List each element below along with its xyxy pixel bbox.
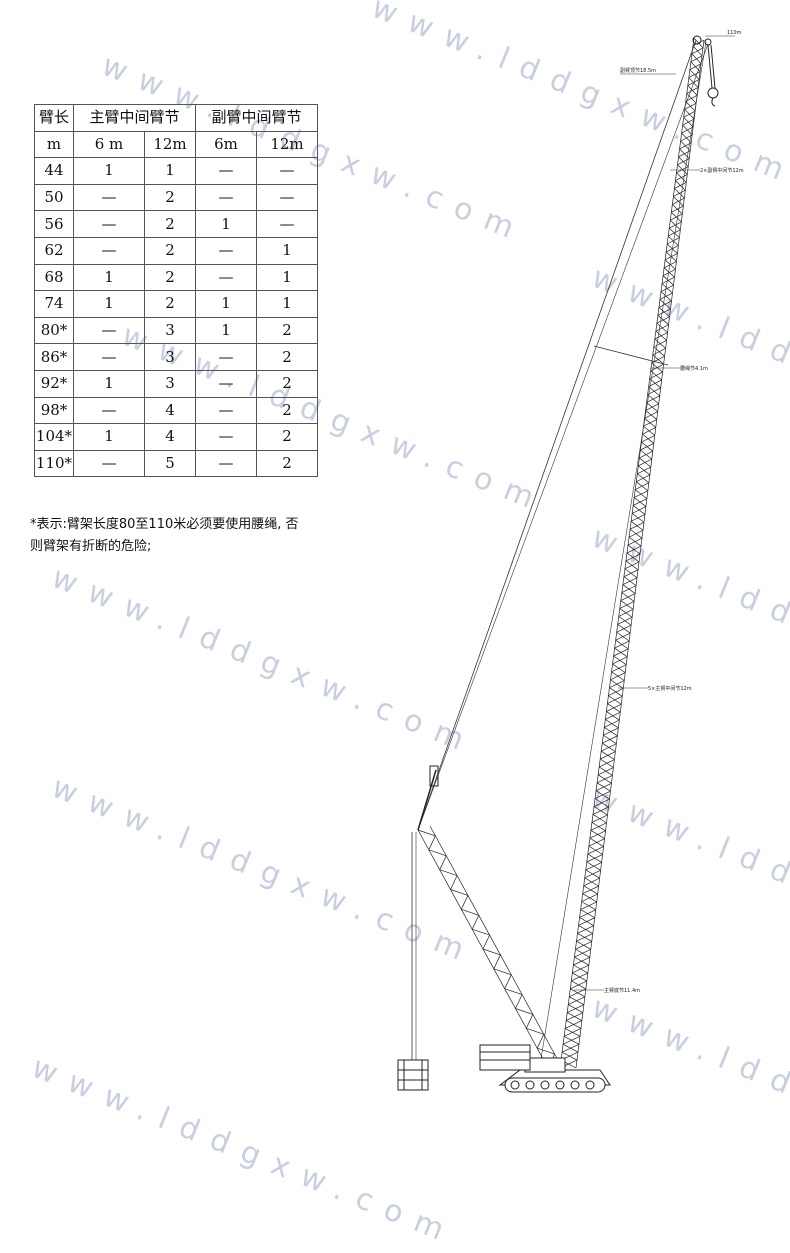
label-tip-height: 110m [727, 30, 742, 36]
table-cell: 2 [256, 316, 318, 345]
table-cell: 5 [144, 449, 196, 478]
table-cell: — [195, 369, 257, 398]
table-cell: — [195, 396, 257, 425]
waist-rope [593, 345, 669, 366]
table-header-cell: 6m [195, 130, 257, 159]
counterweight-tray [397, 1059, 429, 1091]
warning-note-line2: 则臂架有折断的危险; [30, 539, 152, 554]
label-main-mid: 5×主臂中间节12m [648, 685, 692, 692]
table-cell: — [73, 316, 145, 345]
table-cell: 1 [195, 290, 257, 318]
table-cell: 68 [34, 263, 74, 292]
pendant-line [417, 39, 697, 831]
table-cell: 2 [144, 210, 196, 238]
table-header-row: m 6 m 12m 6m 12m [34, 130, 318, 159]
table-cell: 98* [34, 396, 74, 425]
table-cell: 1 [256, 263, 318, 292]
table-cell: 2 [256, 343, 318, 371]
table-cell: 4 [144, 396, 196, 425]
table-cell: 92* [34, 369, 74, 398]
table-cell: — [195, 449, 257, 478]
table-cell: 3 [144, 369, 196, 398]
table-header-cell: 臂长 [34, 104, 74, 132]
mast-head [429, 765, 439, 787]
table-row: 62 — 2 — 1 [34, 236, 318, 265]
table-cell: 1 [256, 236, 318, 265]
guy-line [539, 41, 707, 1066]
table-cell: — [73, 449, 145, 478]
table-cell: 1 [195, 316, 257, 345]
label-jib-top: 副臂顶节18.5m [620, 67, 656, 74]
table-cell: 104* [34, 423, 74, 451]
table-header-cell: m [34, 130, 74, 159]
table-cell: 1 [195, 210, 257, 238]
table-cell: 2 [256, 423, 318, 451]
table-header-cell: 主臂中间臂节 [73, 104, 196, 132]
table-cell: 80* [34, 316, 74, 345]
crawler-base [479, 1044, 611, 1093]
table-cell: 50 [34, 183, 74, 212]
table-cell: 62 [34, 236, 74, 265]
table-cell: — [256, 210, 318, 238]
main-boom-lattice [559, 37, 705, 1069]
table-row: 56 — 2 1 — [34, 210, 318, 238]
table-cell: 44 [34, 157, 74, 185]
label-waist-section: 腰绳节4.1m [680, 365, 708, 372]
label-main-base: 主臂底节11.4m [604, 987, 640, 994]
crawler-crane-diagram: 110m 副臂顶节18.5m 2×副臂中间节12m 腰绳节4.1m 5×主臂中间… [397, 30, 744, 1093]
table-row: 80* — 3 1 2 [34, 316, 318, 345]
mast-lattice [417, 825, 561, 1069]
table-row: 68 1 2 — 1 [34, 263, 318, 292]
table-cell: — [256, 183, 318, 212]
boom-configuration-table: 臂长 主臂中间臂节 副臂中间臂节 m 6 m 12m 6m 12m 44 1 1… [34, 104, 318, 478]
table-row: 110* — 5 — 2 [34, 449, 318, 478]
table-cell: 1 [73, 369, 145, 398]
table-row: 104* 1 4 — 2 [34, 423, 318, 451]
table-header-row: 臂长 主臂中间臂节 副臂中间臂节 [34, 104, 318, 132]
table-cell: — [195, 263, 257, 292]
hook-block [707, 87, 719, 107]
table-cell: — [195, 183, 257, 212]
table-cell: 2 [256, 449, 318, 478]
table-header-cell: 12m [256, 130, 318, 159]
table-row: 92* 1 3 — 2 [34, 369, 318, 398]
table-row: 50 — 2 — — [34, 183, 318, 212]
table-cell: — [195, 343, 257, 371]
table-cell: 2 [144, 236, 196, 265]
table-cell: 2 [256, 369, 318, 398]
pendant-line [417, 43, 709, 831]
table-row: 74 1 2 1 1 [34, 290, 318, 318]
label-jib-mid: 2×副臂中间节12m [700, 167, 744, 174]
table-cell: 86* [34, 343, 74, 371]
table-cell: 1 [73, 157, 145, 185]
boom-tip-head [692, 35, 716, 89]
warning-note-line1: *表示:臂架长度80至110米必须要使用腰绳, 否 [30, 517, 299, 532]
mast-rod [417, 769, 437, 831]
